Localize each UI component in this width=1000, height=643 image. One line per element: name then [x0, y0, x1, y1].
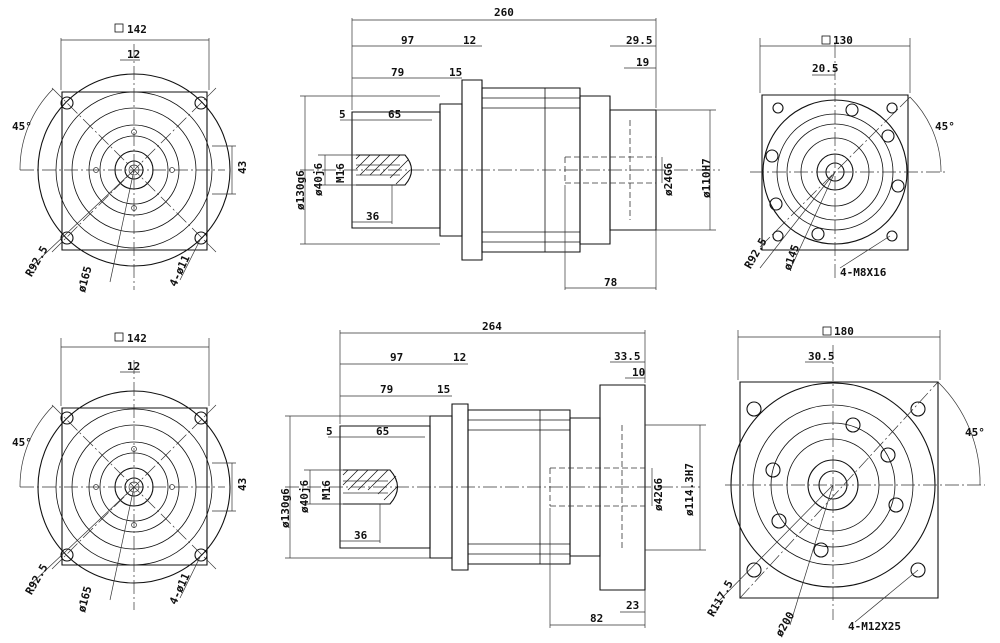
top-side-spigot-label: ø110H7 — [700, 158, 713, 198]
top-input-pcd-label: ø165 — [75, 265, 94, 294]
top-output-angle-label: 45° — [935, 120, 955, 133]
top-side-shaft-label: ø24G6 — [662, 163, 675, 196]
bottom-side-shaft-label: ø42G6 — [652, 478, 665, 511]
bottom-input-pcd-label: ø165 — [75, 585, 94, 614]
top-input-radius-label: R92.5 — [23, 244, 51, 279]
bottom-side-view — [285, 330, 706, 628]
top-input-square-label: 142 — [127, 23, 147, 36]
bottom-side-15-label: 15 — [437, 383, 450, 396]
top-side-36-label: 36 — [366, 210, 380, 223]
top-side-15-label: 15 — [449, 66, 462, 79]
bottom-input-height-label: 43 — [236, 478, 249, 491]
top-output-face-view — [750, 35, 945, 280]
bottom-output-face-view — [714, 326, 985, 626]
bottom-input-radius-label: R92.5 — [23, 562, 51, 597]
top-input-height-label: 43 — [236, 161, 249, 174]
top-output-holes-label: 4-M8X16 — [840, 266, 887, 279]
top-output-square-label: 130 — [833, 34, 853, 47]
bottom-side-33-5-label: 33.5 — [614, 350, 641, 363]
top-input-offset-label: 12 — [127, 48, 140, 61]
top-input-angle-label: 45° — [12, 120, 32, 133]
top-side-29-5-label: 29.5 — [626, 34, 653, 47]
top-side-bore-label: ø40j6 — [312, 163, 325, 196]
bottom-side-12-label: 12 — [453, 351, 466, 364]
bottom-side-bore-label: ø40j6 — [298, 480, 311, 513]
bottom-output-offset-label: 30.5 — [808, 350, 835, 363]
top-output-pcd-label: ø145 — [781, 243, 802, 272]
bottom-output-radius-label: R117.5 — [705, 578, 736, 619]
top-side-65-label: 65 — [388, 108, 401, 121]
bottom-output-square-label: 180 — [834, 325, 854, 338]
top-output-offset-label: 20.5 — [812, 62, 839, 75]
top-output-radius-label: R92.5 — [742, 236, 770, 271]
top-side-pilot-label: ø130g6 — [294, 170, 307, 210]
bottom-side-79-label: 79 — [380, 383, 393, 396]
bottom-side-82-label: 82 — [590, 612, 603, 625]
top-side-view — [300, 18, 720, 290]
bottom-input-angle-label: 45° — [12, 436, 32, 449]
bottom-side-97-label: 97 — [390, 351, 403, 364]
top-side-12-label: 12 — [463, 34, 476, 47]
bottom-side-thread-label: M16 — [320, 480, 333, 500]
top-side-79-label: 79 — [391, 66, 404, 79]
top-side-thread-label: M16 — [334, 163, 347, 183]
top-side-overall-label: 260 — [494, 6, 514, 19]
top-side-97-label: 97 — [401, 34, 414, 47]
bottom-input-offset-label: 12 — [127, 360, 140, 373]
bottom-side-36-label: 36 — [354, 529, 368, 542]
bottom-input-square-label: 142 — [127, 332, 147, 345]
bottom-input-face-view — [19, 332, 236, 610]
bottom-side-10-label: 10 — [632, 366, 645, 379]
top-side-5-label: 5 — [339, 108, 346, 121]
bottom-side-65-label: 65 — [376, 425, 389, 438]
bottom-output-pcd-label: ø200 — [773, 610, 798, 639]
bottom-output-holes-label: 4-M12X25 — [848, 620, 901, 633]
bottom-side-23-label: 23 — [626, 599, 639, 612]
top-input-face-view — [19, 23, 236, 290]
bottom-side-pilot-label: ø130g6 — [279, 488, 292, 528]
top-side-78-label: 78 — [604, 276, 617, 289]
bottom-side-5-label: 5 — [326, 425, 333, 438]
top-side-19-label: 19 — [636, 56, 649, 69]
bottom-output-angle-label: 45° — [965, 426, 985, 439]
bottom-side-overall-label: 264 — [482, 320, 502, 333]
bottom-side-spigot-label: ø114.3H7 — [683, 463, 696, 516]
